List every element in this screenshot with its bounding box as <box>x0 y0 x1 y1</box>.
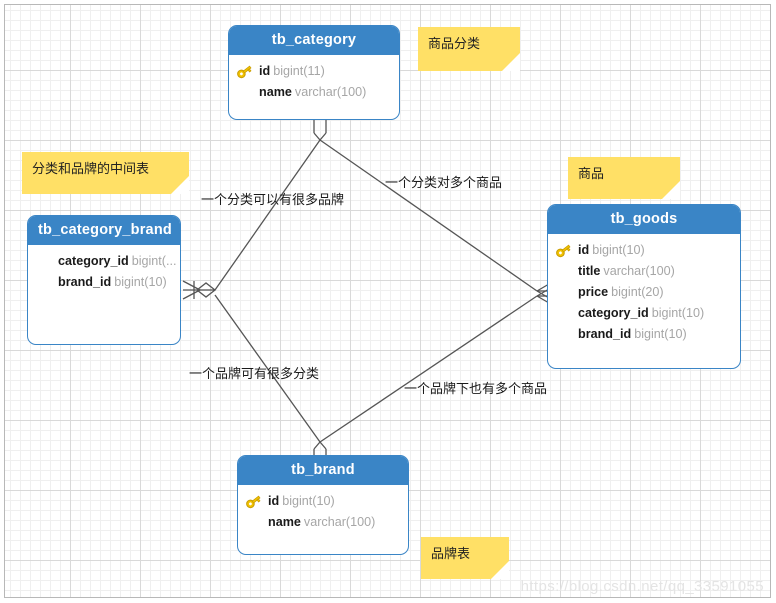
edge-brand-to-goods <box>319 295 538 443</box>
note-text: 商品 <box>578 166 605 181</box>
field-name: title <box>578 264 601 278</box>
note-fold-corner <box>662 181 680 199</box>
field-type: bigint(10) <box>114 275 167 289</box>
note-分类和品牌的中间表[interactable]: 分类和品牌的中间表 <box>22 152 189 194</box>
field-name: name <box>268 515 301 529</box>
table-title-tb-category-brand: tb_category_brand <box>28 216 180 245</box>
table-title-tb-category: tb_category <box>229 26 399 55</box>
note-text: 品牌表 <box>431 546 471 561</box>
field-type: bigint(10) <box>634 327 687 341</box>
table-title-tb-brand: tb_brand <box>238 456 408 485</box>
table-title-tb-goods: tb_goods <box>548 205 740 234</box>
field-type: bigint(10) <box>651 306 705 320</box>
note-商品[interactable]: 商品 <box>568 157 680 199</box>
key-icon <box>238 494 268 509</box>
note-商品分类[interactable]: 商品分类 <box>418 27 520 71</box>
field-type: varchar(100) <box>294 85 367 99</box>
field-name: brand_id <box>58 275 112 289</box>
field-type: varchar(100) <box>603 264 675 278</box>
note-text: 商品分类 <box>428 36 481 51</box>
edge-brand-stem-tip <box>313 441 327 450</box>
crowfoot-categorybrand <box>182 280 217 300</box>
edge-label-category-brand: 一个分类可以有很多品牌 <box>201 192 345 207</box>
edge-category-stem-tip <box>313 132 327 141</box>
field-name: id <box>268 494 280 508</box>
note-fold-corner <box>171 176 189 194</box>
edge-label-brand-goods: 一个品牌下也有多个商品 <box>404 381 548 396</box>
note-品牌表[interactable]: 品牌表 <box>421 537 509 579</box>
field-name: name <box>259 85 292 99</box>
key-icon <box>548 243 578 258</box>
field-type: bigint(... <box>131 254 177 268</box>
note-fold-corner <box>491 561 509 579</box>
edge-category-to-goods <box>319 139 538 292</box>
key-icon <box>229 64 259 79</box>
watermark: https://blog.csdn.net/qq_33591055 <box>520 578 764 595</box>
field-name: category_id <box>578 306 649 320</box>
field-type: bigint(20) <box>611 285 664 299</box>
field-type: bigint(10) <box>282 494 335 508</box>
field-name: price <box>578 285 609 299</box>
field-type: varchar(100) <box>303 515 376 529</box>
edge-brand-to-categorybrand <box>214 294 321 443</box>
edge-label-category-goods: 一个分类对多个商品 <box>385 175 503 190</box>
field-name: id <box>259 64 271 78</box>
field-name: brand_id <box>578 327 632 341</box>
edge-label-brand-category: 一个品牌可有很多分类 <box>189 366 320 381</box>
field-type: bigint(11) <box>273 64 325 78</box>
edge-category-to-categorybrand <box>214 139 321 291</box>
note-fold-corner <box>502 53 520 71</box>
field-name: id <box>578 243 590 257</box>
field-name: category_id <box>58 254 129 268</box>
note-text: 分类和品牌的中间表 <box>32 161 150 176</box>
field-type: bigint(10) <box>592 243 645 257</box>
